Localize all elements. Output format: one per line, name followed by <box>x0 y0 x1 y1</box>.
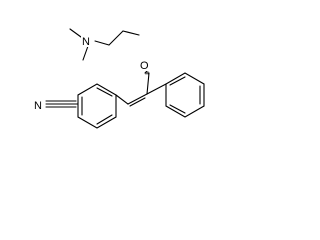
ether-oxygen-label: O <box>140 60 149 72</box>
amine-nitrogen-label: N <box>82 36 90 48</box>
benzo-double-3 <box>96 114 113 125</box>
phenyl-double-3 <box>169 104 186 114</box>
ether-o-bg <box>139 57 152 71</box>
bond-o-c1 <box>144 70 148 74</box>
bond-ch2-o <box>122 30 140 36</box>
bond-vinyl-double-a <box>127 93 148 105</box>
bond-n-methyl2 <box>82 45 89 61</box>
bond-n-ch2 <box>94 40 110 46</box>
benzo-double-1 <box>96 87 113 97</box>
bond-o-to-c1 <box>146 72 150 95</box>
benzonitrile-ring <box>77 83 117 129</box>
nitrile-n-bg <box>33 97 45 111</box>
bond-ch2-ch2 <box>108 30 124 46</box>
bond-c2-aryl <box>115 94 129 105</box>
structure-canvas: N O N <box>0 0 254 142</box>
bond-methyl1-n <box>69 28 82 38</box>
nitrile-nitrogen-label: N <box>34 100 42 112</box>
bond-c1-phenyl <box>146 83 167 95</box>
phenyl-double-1 <box>169 76 186 86</box>
chemical-structure: N O N <box>33 28 205 129</box>
bond-vinyl-double-b <box>129 97 146 107</box>
phenyl-ring <box>165 72 205 118</box>
amine-n-bg <box>81 33 93 47</box>
